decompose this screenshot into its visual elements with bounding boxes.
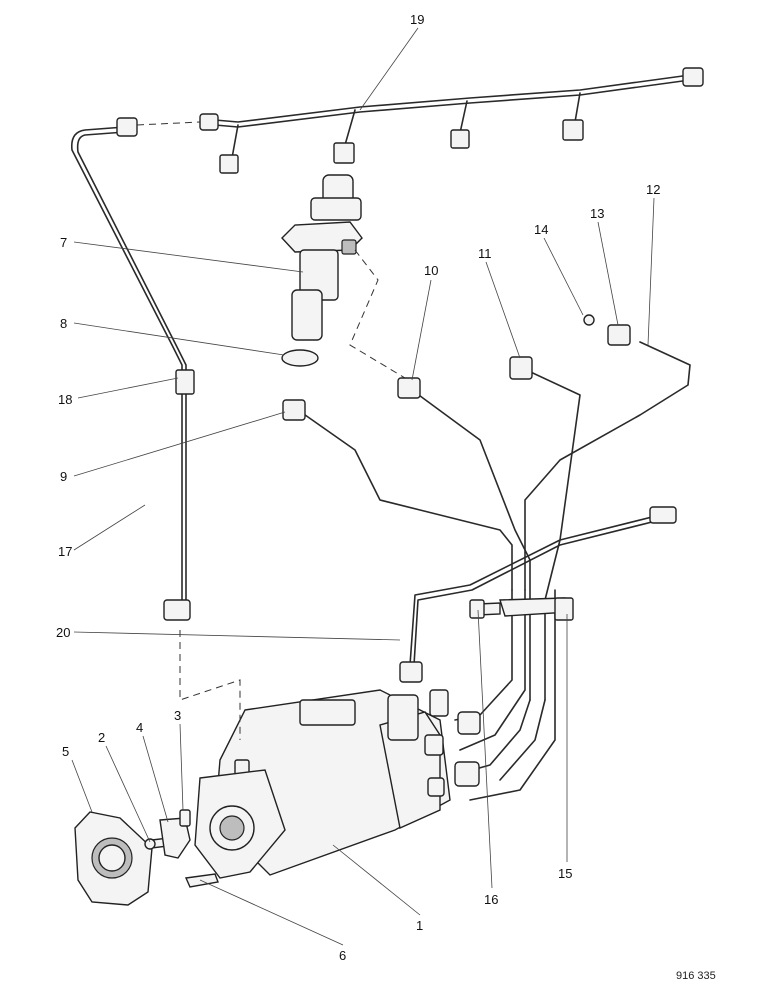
label-12: 12 <box>646 182 660 197</box>
gasket-5 <box>74 811 153 906</box>
label-20: 20 <box>56 625 70 640</box>
pipe-clip-15 <box>499 597 574 621</box>
bolt-16 <box>469 599 501 619</box>
label-9: 9 <box>60 469 67 484</box>
label-10: 10 <box>424 263 438 278</box>
olive-14 <box>583 314 595 326</box>
left-leak-off-pipe <box>70 117 191 621</box>
leader-lines <box>71 27 655 946</box>
injector-washer-8 <box>281 349 319 367</box>
nut-13 <box>607 324 631 346</box>
injector <box>281 174 363 341</box>
injector-pipe-9 <box>282 399 513 591</box>
label-1: 1 <box>416 918 423 933</box>
label-19: 19 <box>410 12 424 27</box>
leak-off-rail <box>199 67 704 174</box>
label-6: 6 <box>339 948 346 963</box>
label-17: 17 <box>58 544 72 559</box>
label-3: 3 <box>174 708 181 723</box>
injector-pipe-12 <box>524 341 691 591</box>
leak-off-pipe-20 <box>399 506 677 683</box>
injector-pipe-10 <box>397 377 531 701</box>
pipe-clip-18 <box>175 369 195 395</box>
label-7: 7 <box>60 235 67 250</box>
label-16: 16 <box>484 892 498 907</box>
injector-pipe-11 <box>509 356 581 701</box>
label-5: 5 <box>62 744 69 759</box>
pin-3 <box>179 809 191 827</box>
fuel-injection-pump <box>194 689 481 879</box>
reference-code: 916 335 <box>676 970 716 982</box>
label-18: 18 <box>58 392 72 407</box>
label-14: 14 <box>534 222 548 237</box>
label-15: 15 <box>558 866 572 881</box>
label-2: 2 <box>98 730 105 745</box>
label-4: 4 <box>136 720 143 735</box>
label-13: 13 <box>590 206 604 221</box>
callout-labels: 19 7 8 18 9 17 20 10 11 14 13 12 3 4 2 5… <box>56 12 660 963</box>
label-8: 8 <box>60 316 67 331</box>
label-11: 11 <box>478 246 492 261</box>
